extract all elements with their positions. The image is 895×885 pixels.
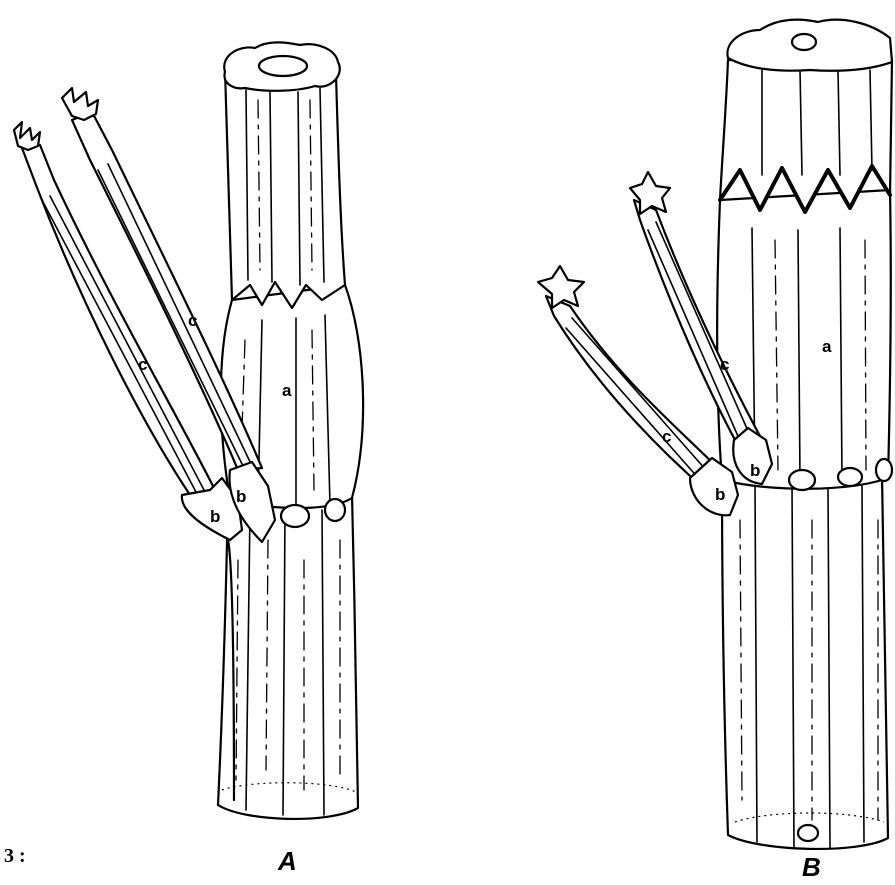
panel-a-label-c-left: c — [138, 355, 147, 374]
panel-b-label-b-right: b — [750, 461, 760, 480]
panel-b-shoot-left — [538, 266, 738, 515]
panel-a-label-b-right: b — [236, 487, 246, 506]
panel-b-label-c-right: c — [720, 355, 729, 374]
panel-b: a b b c c B — [538, 20, 892, 882]
panel-a-caption: A — [277, 846, 297, 876]
panel-b-label-a: a — [822, 337, 832, 356]
panel-a-label-b-left: b — [210, 507, 220, 526]
panel-b-caption: B — [802, 852, 821, 882]
panel-a-label-a: a — [282, 381, 292, 400]
panel-b-label-c-left: c — [662, 427, 671, 446]
panel-b-label-b-left: b — [715, 485, 725, 504]
panel-a-label-c-right: c — [188, 311, 197, 330]
panel-a: a b b c c A — [14, 42, 363, 876]
figure-number: 3 : — [4, 845, 26, 867]
